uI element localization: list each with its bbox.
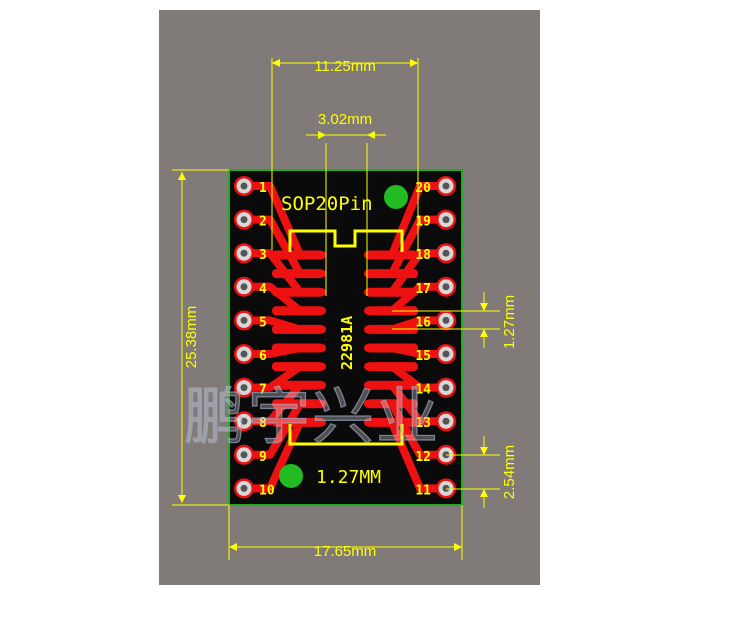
- pin-label-right-3: 18: [415, 248, 431, 263]
- smd-pad-left-6: [272, 343, 324, 353]
- part-number: 22981A: [338, 316, 356, 370]
- dip-pad-right-7: [436, 377, 456, 398]
- pin-label-right-7: 14: [415, 383, 431, 398]
- pin-label-left-6: 6: [259, 349, 267, 364]
- smd-pad-right-6: [366, 343, 418, 353]
- arrow-11-right: [410, 59, 418, 67]
- dip-pad-left-8: [234, 411, 254, 432]
- pin-label-left-10: 10: [259, 483, 275, 498]
- dim-board-width: 17.65mm: [314, 543, 377, 560]
- pin-label-right-10: 11: [415, 483, 431, 498]
- dip-pad-left-4: [234, 276, 254, 297]
- pin-label-right-1: 20: [415, 181, 431, 196]
- arrow-25-top: [178, 172, 186, 180]
- smd-pad-right-2: [366, 269, 418, 279]
- smd-pad-left-7: [272, 362, 324, 372]
- pin-number-labels: 1 20 2 19 3 18 4 17 5 16 6 15 7 14 8 13 9 12 10 11: [259, 181, 431, 498]
- dip-pad-left-3: [234, 243, 254, 264]
- pcb-board-outline: [228, 169, 463, 506]
- pin-label-left-1: 1: [259, 181, 267, 196]
- ic-outline: [288, 229, 404, 446]
- smd-pad-left-4: [272, 306, 324, 316]
- arrow-254-top: [480, 447, 488, 455]
- arrow-17-left: [229, 543, 237, 551]
- dip-pad-right-10: [436, 478, 456, 499]
- arrow-17-right: [454, 543, 462, 551]
- arrow-11-left: [272, 59, 280, 67]
- smd-pad-right-10: [366, 417, 418, 427]
- dim-center-gap: 3.02mm: [318, 111, 372, 128]
- ic-outline-bottom: [288, 424, 404, 446]
- dip-pad-left-6: [234, 344, 254, 364]
- pin-label-right-6: 15: [415, 349, 431, 364]
- smd-pad-left-10: [272, 417, 324, 427]
- arrow-25-bottom: [178, 495, 186, 503]
- watermark: 鹏宇兴业: [184, 383, 440, 452]
- smd-pad-left-3: [272, 287, 324, 297]
- dip-pad-right-4: [436, 276, 456, 297]
- pin-label-left-3: 3: [259, 248, 267, 263]
- dimension-lines: [172, 58, 500, 560]
- pin-label-left-7: 7: [259, 383, 267, 398]
- dim-board-height: 25.38mm: [183, 306, 200, 369]
- arrow-3-right: [367, 131, 375, 139]
- pin-label-left-4: 4: [259, 282, 267, 297]
- dim-smd-pitch: 1.27mm: [501, 295, 518, 349]
- pin-label-left-5: 5: [259, 315, 267, 330]
- ic-outline-top: [288, 229, 404, 252]
- dip-pad-right-5: [436, 310, 456, 331]
- smd-pads: [272, 250, 418, 427]
- fiducial-bottom-left: [279, 464, 303, 488]
- smd-pad-right-3: [366, 287, 418, 297]
- pin-label-left-8: 8: [259, 416, 267, 431]
- arrow-3-left: [318, 131, 326, 139]
- pin-label-right-4: 17: [415, 282, 431, 297]
- smd-pad-right-9: [366, 399, 418, 409]
- pin-label-right-5: 16: [415, 315, 431, 330]
- dip-pad-left-5: [234, 310, 254, 331]
- dip-pad-right-8: [436, 411, 456, 432]
- board-title: SOP20Pin: [281, 193, 373, 215]
- dip-pad-right-6: [436, 344, 456, 364]
- smd-pad-left-5: [272, 324, 324, 334]
- pin-label-right-2: 19: [415, 215, 431, 230]
- dim-footprint-width: 11.25mm: [314, 58, 375, 75]
- dip-pad-left-2: [234, 209, 254, 230]
- dip-pad-left-9: [234, 444, 254, 465]
- dip-pad-left-1: [234, 176, 254, 196]
- pin-label-right-9: 12: [415, 450, 431, 465]
- arrow-127-bottom: [480, 329, 488, 337]
- arrow-127-top: [480, 303, 488, 311]
- dip-pad-right-1: [436, 176, 456, 196]
- dip-pad-right-3: [436, 243, 456, 264]
- smd-pad-left-8: [272, 380, 324, 390]
- smd-pad-left-1: [272, 250, 324, 260]
- dip-pad-left-7: [234, 377, 254, 398]
- dip-pads: [234, 176, 456, 499]
- smd-pad-left-2: [272, 269, 324, 279]
- pin-label-left-2: 2: [259, 215, 267, 230]
- smd-pad-left-9: [272, 399, 324, 409]
- smd-pad-right-7: [366, 362, 418, 372]
- dim-dip-pitch: 2.54mm: [501, 445, 518, 499]
- dip-pad-right-2: [436, 209, 456, 230]
- pin-label-left-9: 9: [259, 450, 267, 465]
- arrow-254-bottom: [480, 489, 488, 497]
- dip-pad-left-10: [234, 478, 254, 499]
- fiducial-top-right: [384, 185, 408, 209]
- pin-label-right-8: 13: [415, 416, 431, 431]
- pitch-label: 1.27MM: [316, 467, 381, 488]
- smd-pad-right-1: [366, 250, 418, 260]
- pcb-board: [229, 170, 462, 505]
- smd-pad-right-8: [366, 380, 418, 390]
